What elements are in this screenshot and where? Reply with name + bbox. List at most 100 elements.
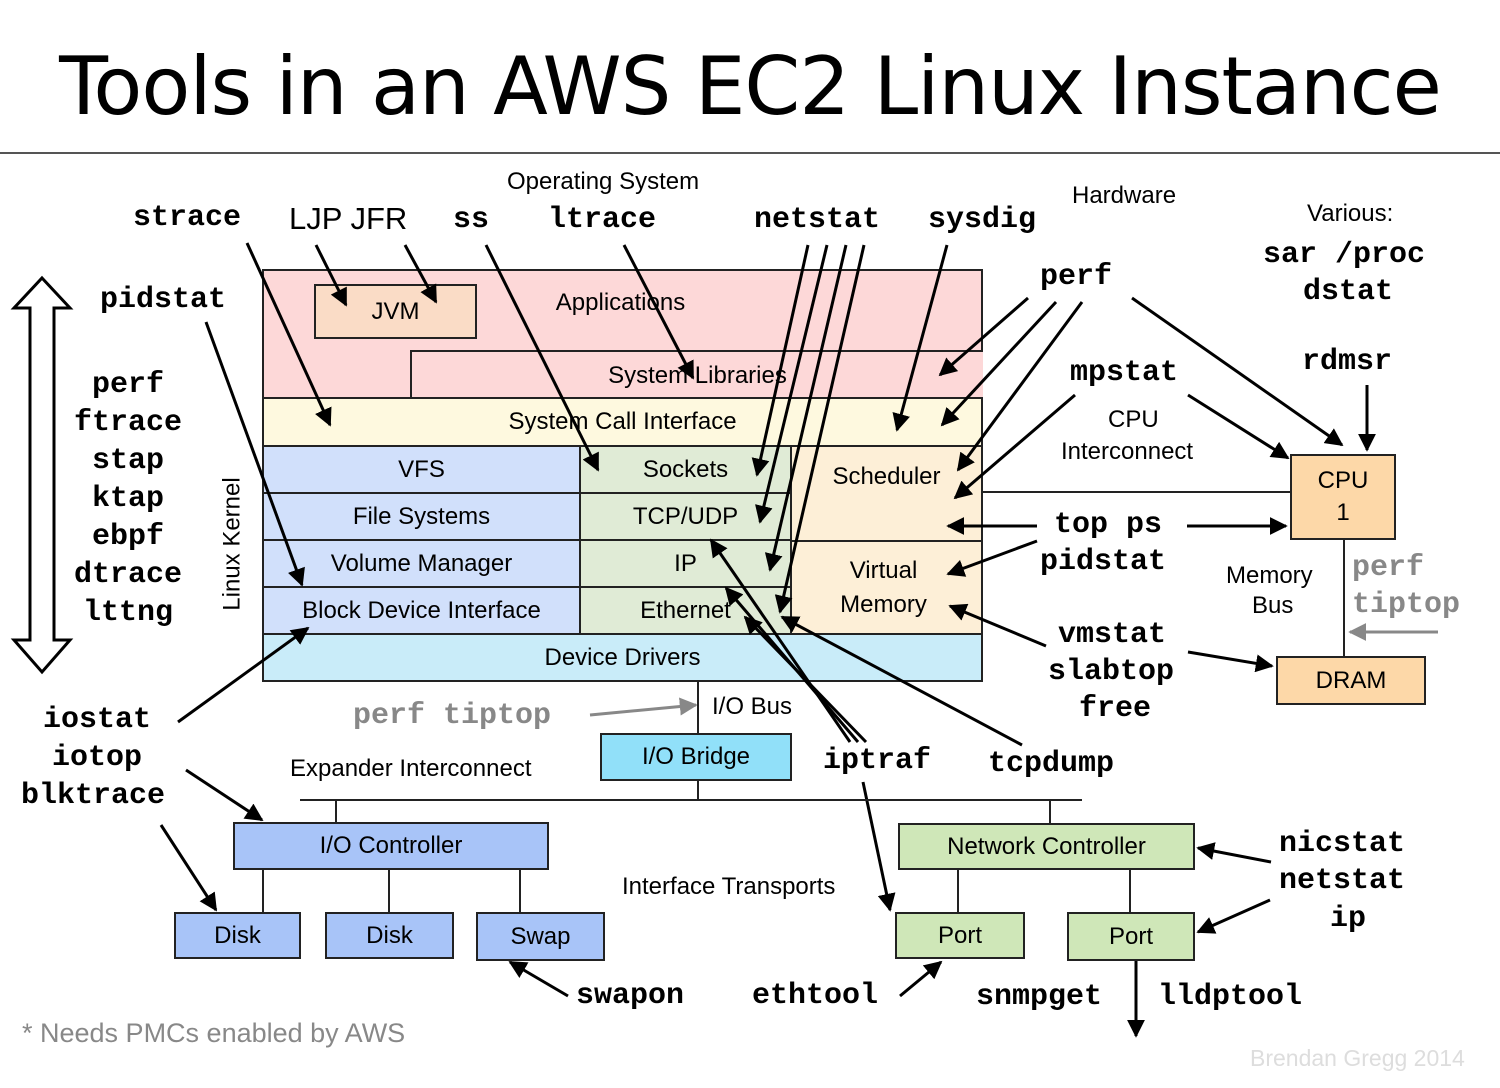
sockets-label: Sockets xyxy=(642,455,729,483)
tool-iptraf: iptraf xyxy=(823,744,932,778)
arrow-iptraf-3 xyxy=(743,615,868,744)
arrow-perf-2 xyxy=(940,300,1058,427)
tcp-udp-label: TCP/UDP xyxy=(632,502,739,530)
arrow-perf-tiptop-io xyxy=(589,697,698,717)
io-bus-label: I/O Bus xyxy=(712,693,793,720)
device-drivers-label: Device Drivers xyxy=(544,643,701,671)
title-divider xyxy=(0,152,1500,154)
arrow-pidstat-top xyxy=(204,321,305,587)
double-arrow-icon xyxy=(10,275,74,675)
disk-box-2: Disk xyxy=(325,912,454,959)
network-controller-box: Network Controller xyxy=(898,823,1195,870)
tool-free: free xyxy=(1079,692,1152,726)
arrow-iptraf-1 xyxy=(709,538,852,743)
arrow-ss xyxy=(484,244,600,472)
arrow-strace xyxy=(245,242,332,427)
system-libraries-label: System Libraries xyxy=(608,361,787,389)
volume-manager-label: Volume Manager xyxy=(330,549,513,577)
tool-kernel-tracer: ebpf xyxy=(91,520,164,554)
tool-strace: strace xyxy=(133,201,242,235)
arrow-sysdig xyxy=(892,244,949,432)
tool-iotop: iotop xyxy=(52,741,143,775)
tool-ljp-jfr: LJP JFR xyxy=(289,201,408,236)
io-controller-box: I/O Controller xyxy=(233,822,549,870)
dram-label: DRAM xyxy=(1315,666,1387,694)
cpu-interconnect-label-1: CPU xyxy=(1108,406,1159,433)
arrow-swapon xyxy=(508,960,569,998)
arrow-pidstat-vm xyxy=(946,539,1038,577)
footnote: * Needs PMCs enabled by AWS xyxy=(22,1018,406,1048)
dram-box: DRAM xyxy=(1276,656,1426,705)
arrow-mpstat-cpu xyxy=(1187,393,1290,460)
virtual-memory-label-line1: Virtual xyxy=(849,556,918,584)
arrow-vmstat-vm xyxy=(948,603,1047,648)
arrow-netstat-4 xyxy=(774,244,866,614)
tool-various-line1: sar /proc xyxy=(1263,238,1426,272)
tool-rdmsr: rdmsr xyxy=(1302,345,1393,379)
io-bridge-box: I/O Bridge xyxy=(600,733,792,781)
hardware-label: Hardware xyxy=(1072,182,1177,209)
cpu-number: 1 xyxy=(1336,499,1350,526)
tool-perf-tiptop-io: perf tiptop xyxy=(353,699,552,733)
scheduler-label: Scheduler xyxy=(832,463,941,490)
swap-label: Swap xyxy=(510,922,571,950)
disk-label: Disk xyxy=(366,921,413,949)
arrow-netstat-1 xyxy=(751,244,810,477)
tool-slabtop: slabtop xyxy=(1048,655,1175,689)
io-bridge-label: I/O Bridge xyxy=(641,743,751,770)
tool-snmpget: snmpget xyxy=(976,980,1103,1014)
system-libraries-layer: System Libraries xyxy=(410,350,983,399)
tool-kernel-tracer: perf xyxy=(91,368,164,402)
arrow-perf-cpu xyxy=(1131,296,1344,447)
tool-ip: ip xyxy=(1330,902,1367,936)
disk-box-1: Disk xyxy=(174,912,301,959)
tool-kernel-tracer: stap xyxy=(91,444,164,478)
tool-blktrace: blktrace xyxy=(21,779,166,813)
tool-pidstat-top: pidstat xyxy=(100,283,227,317)
arrow-slabtop-dram xyxy=(1187,650,1274,673)
interface-transports-label: Interface Transports xyxy=(622,873,836,900)
expander-interconnect-label: Expander Interconnect xyxy=(290,755,532,782)
operating-system-label: Operating System xyxy=(507,168,700,195)
arrow-jfr-jvm xyxy=(403,244,438,304)
port-label: Port xyxy=(1108,922,1153,950)
file-systems-label: File Systems xyxy=(352,502,491,530)
jvm-box: JVM xyxy=(314,284,477,339)
network-controller-label: Network Controller xyxy=(947,832,1146,860)
tool-netstat-top: netstat xyxy=(754,203,881,237)
system-call-interface-layer: System Call Interface xyxy=(262,397,983,447)
tool-netstat-net: netstat xyxy=(1279,864,1406,898)
arrow-tcpdump xyxy=(780,615,1023,747)
tool-top-ps: top ps xyxy=(1054,508,1163,542)
tool-vmstat: vmstat xyxy=(1058,618,1167,652)
arrow-iptraf-port xyxy=(861,781,896,912)
arrow-ljp-jvm xyxy=(314,244,348,307)
tool-ltrace: ltrace xyxy=(548,203,657,237)
arrow-blktrace xyxy=(159,824,218,912)
port-box-2: Port xyxy=(1067,912,1195,961)
cpu-interconnect-label-2: Interconnect xyxy=(1061,438,1194,465)
credit: Brendan Gregg 2014 xyxy=(1250,1045,1465,1071)
vfs-label: VFS xyxy=(398,455,445,483)
ip-box: IP xyxy=(579,539,792,588)
applications-label: Applications xyxy=(555,289,686,316)
swap-box: Swap xyxy=(476,912,605,961)
arrow-ltrace xyxy=(622,244,695,380)
page-title: Tools in an AWS EC2 Linux Instance xyxy=(59,40,1442,133)
vfs-box: VFS xyxy=(262,445,581,494)
ethernet-label: Ethernet xyxy=(640,596,731,624)
tool-iostat: iostat xyxy=(43,703,152,737)
arrow-perf-3 xyxy=(956,301,1084,472)
tool-ethtool: ethtool xyxy=(752,979,879,1013)
tool-kernel-tracer: dtrace xyxy=(73,558,183,592)
arrow-netstat-3 xyxy=(764,244,848,572)
io-controller-label: I/O Controller xyxy=(319,832,463,859)
tool-various-line2: dstat xyxy=(1303,275,1394,309)
cpu-box: CPU 1 xyxy=(1290,454,1396,540)
disk-label: Disk xyxy=(214,921,261,949)
cpu-label: CPU xyxy=(1317,467,1369,494)
arrow-netstat-2 xyxy=(755,244,829,524)
